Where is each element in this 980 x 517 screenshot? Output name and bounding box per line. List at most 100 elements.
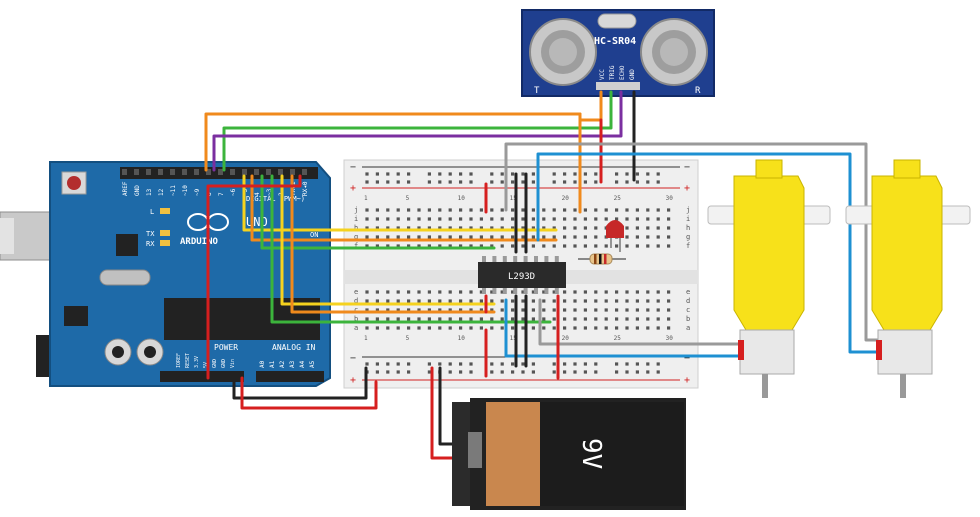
breadboard-hole xyxy=(386,235,390,239)
breadboard-hole xyxy=(375,308,379,312)
breadboard-hole xyxy=(469,235,473,239)
breadboard-hole xyxy=(396,235,400,239)
breadboard-hole xyxy=(604,208,608,212)
rail-hole xyxy=(490,370,494,374)
breadboard-hole xyxy=(479,208,483,212)
breadboard-hole xyxy=(448,226,452,230)
breadboard-hole xyxy=(583,290,587,294)
breadboard-hole xyxy=(563,208,567,212)
column-number: 30 xyxy=(666,195,674,202)
breadboard-hole xyxy=(386,217,390,221)
breadboard-hole xyxy=(511,326,515,330)
breadboard-hole xyxy=(438,226,442,230)
column-number: 20 xyxy=(562,195,570,202)
breadboard-hole xyxy=(479,326,483,330)
rail-hole xyxy=(583,362,587,366)
rail-hole xyxy=(625,362,629,366)
breadboard-hole xyxy=(407,308,411,312)
breadboard-hole xyxy=(490,290,494,294)
rail-hole xyxy=(583,370,587,374)
breadboard-hole xyxy=(583,326,587,330)
column-number: 25 xyxy=(614,335,622,342)
rail-hole xyxy=(625,370,629,374)
wire-orange-bottom xyxy=(290,174,496,314)
rail-hole xyxy=(521,180,525,184)
row-letter: d xyxy=(354,297,358,305)
wire-green-bottom xyxy=(270,174,552,324)
breadboard-hole xyxy=(635,217,639,221)
arduino-brand-label: ARDUINO xyxy=(180,237,219,247)
sensor-pin-trig: TRIG xyxy=(609,65,616,80)
breadboard-hole xyxy=(667,244,671,248)
breadboard-hole xyxy=(563,299,567,303)
battery-9v: 9V xyxy=(452,398,686,510)
breadboard-hole xyxy=(521,244,525,248)
rail-hole xyxy=(511,362,515,366)
wire-yellow-top xyxy=(242,174,558,232)
column-number: 5 xyxy=(406,195,410,202)
led-l-label: L xyxy=(150,208,154,216)
rail-hole xyxy=(459,362,463,366)
breadboard-hole xyxy=(500,226,504,230)
breadboard-hole xyxy=(459,217,463,221)
breadboard-hole xyxy=(448,208,452,212)
wire-orange-top xyxy=(250,174,558,242)
breadboard-hole xyxy=(656,308,660,312)
breadboard-hole xyxy=(573,208,577,212)
motor-1-gearbox xyxy=(733,175,805,331)
breadboard-hole xyxy=(656,326,660,330)
rail-hole xyxy=(594,370,598,374)
rail-hole xyxy=(625,180,629,184)
breadboard-hole xyxy=(573,244,577,248)
rail-hole xyxy=(469,180,473,184)
row-letter: e xyxy=(686,288,690,296)
breadboard-hole xyxy=(594,308,598,312)
breadboard-hole xyxy=(667,299,671,303)
breadboard-hole xyxy=(552,244,556,248)
breadboard-hole xyxy=(667,217,671,221)
rail-hole xyxy=(656,180,660,184)
breadboard-hole xyxy=(573,317,577,321)
breadboard-hole xyxy=(552,290,556,294)
breadboard-hole xyxy=(552,299,556,303)
row-letter: g xyxy=(686,233,690,241)
breadboard-hole xyxy=(552,208,556,212)
rail-hole xyxy=(500,370,504,374)
breadboard-hole xyxy=(542,217,546,221)
breadboard-hole xyxy=(459,244,463,248)
breadboard-hole xyxy=(448,326,452,330)
rail-hole xyxy=(646,172,650,176)
breadboard-hole xyxy=(375,226,379,230)
breadboard-hole xyxy=(635,244,639,248)
digital-pin xyxy=(134,169,139,175)
row-letter: a xyxy=(686,324,690,332)
breadboard-hole xyxy=(375,326,379,330)
led-l xyxy=(160,208,170,214)
breadboard-hole xyxy=(427,226,431,230)
breadboard-hole xyxy=(375,299,379,303)
battery-terminal xyxy=(468,432,482,468)
breadboard-hole xyxy=(573,308,577,312)
breadboard-hole xyxy=(531,208,535,212)
breadboard-hole xyxy=(490,226,494,230)
rail-hole xyxy=(500,180,504,184)
breadboard-hole xyxy=(427,299,431,303)
breadboard-hole xyxy=(511,317,515,321)
breadboard-hole xyxy=(490,299,494,303)
breadboard-hole xyxy=(500,308,504,312)
rail-hole xyxy=(531,180,535,184)
breadboard-hole xyxy=(635,299,639,303)
row-letter: j xyxy=(686,206,690,214)
rail-hole xyxy=(438,180,442,184)
breadboard-hole xyxy=(427,235,431,239)
breadboard-hole xyxy=(459,235,463,239)
breadboard-hole xyxy=(469,326,473,330)
breadboard-hole xyxy=(583,208,587,212)
breadboard-hole xyxy=(427,217,431,221)
crystal xyxy=(99,269,151,286)
breadboard-hole xyxy=(667,317,671,321)
breadboard-hole xyxy=(667,326,671,330)
breadboard-hole xyxy=(396,326,400,330)
breadboard-hole xyxy=(563,308,567,312)
